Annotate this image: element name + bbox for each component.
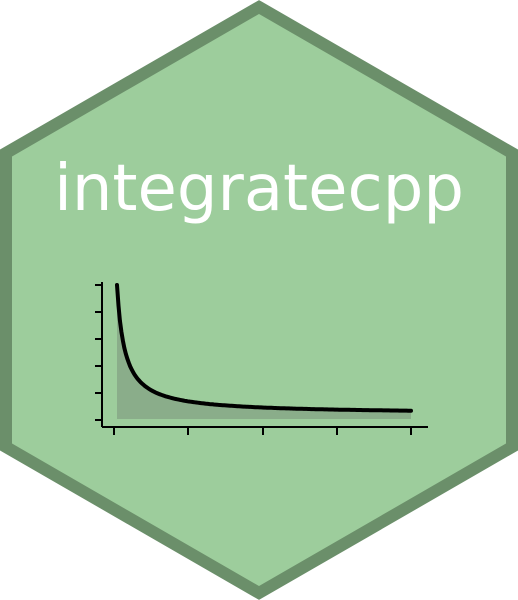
y-ticks	[95, 284, 102, 421]
integral-curve-plot-icon	[95, 282, 428, 435]
package-title: integratecpp	[54, 152, 464, 226]
shaded-area	[117, 285, 411, 419]
curve-line	[115, 283, 413, 413]
x-ticks	[113, 427, 412, 435]
